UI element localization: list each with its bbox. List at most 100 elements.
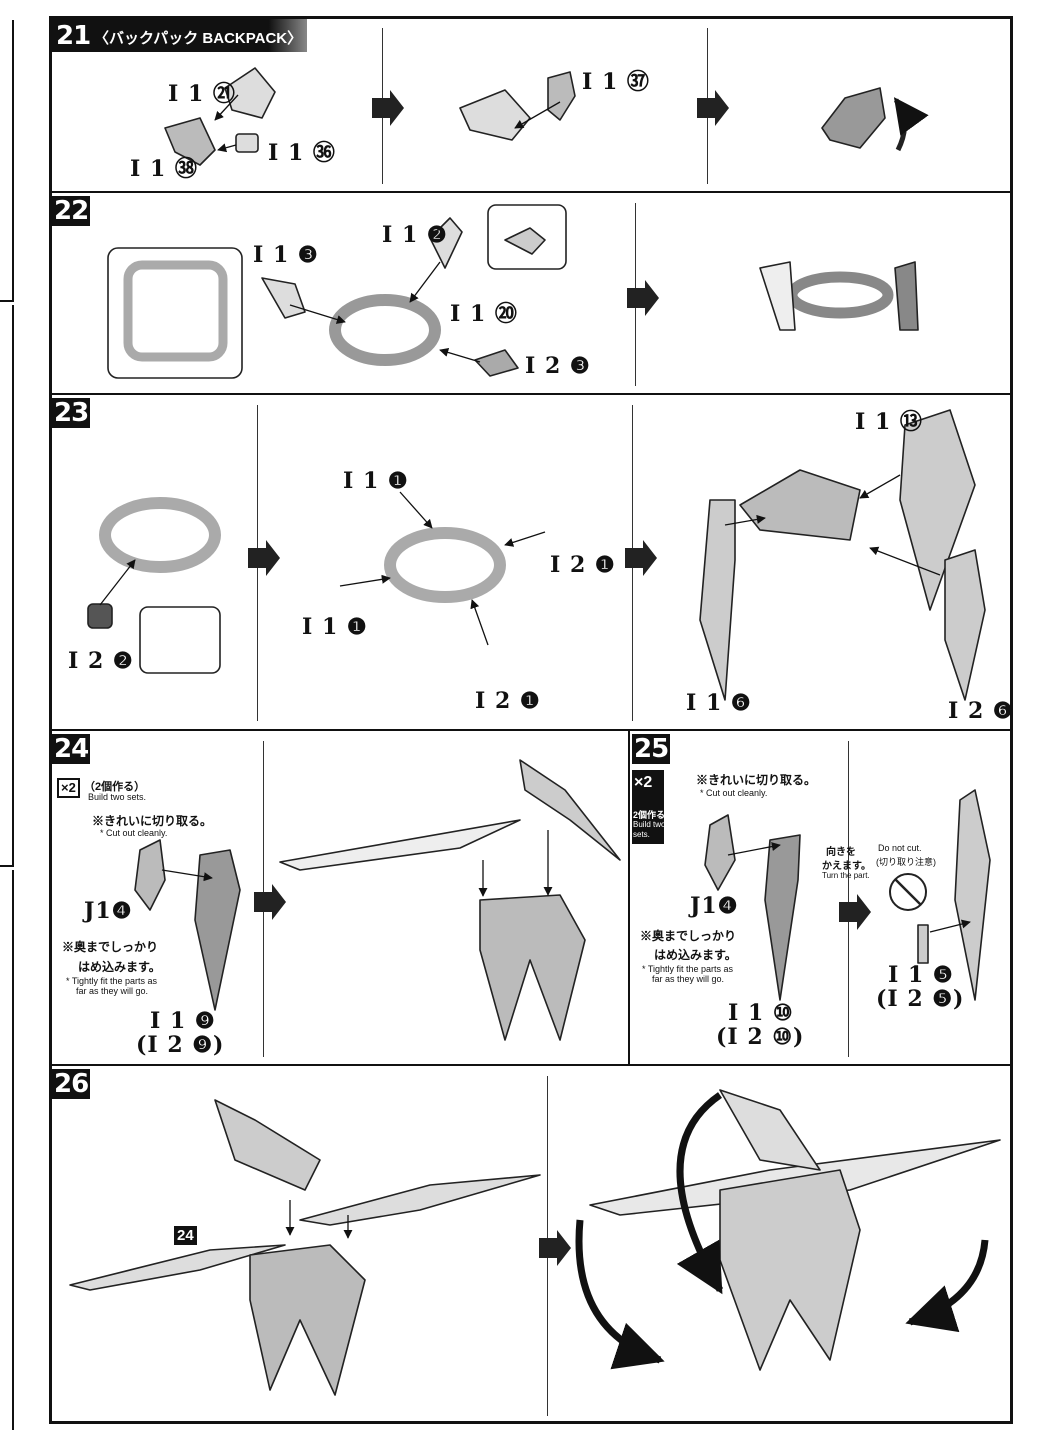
step-number-24: 24 [52,734,91,764]
turn-part-note-en: Turn the part. [822,871,870,880]
part-i1-10-illustration [764,834,801,1001]
build-two-sets-en: Build two sets. [88,792,147,802]
fit-tightly-note-en-2: far as they will go. [652,974,725,984]
do-not-cut-note-ja: (切り取り注意) [876,857,936,867]
flow-arrow [254,884,286,920]
part-i1-6-illustration [699,499,736,701]
step-number-26: 26 [52,1069,91,1099]
part-label-i1-10: I 1 ⑩ [728,1000,794,1026]
part-label-i1-37: I 1 ㊲ [582,69,650,95]
step-22-result-illustration [786,271,894,319]
turn-part-note-ja-2: かえます。 [822,861,871,872]
step-number-23: 23 [52,398,91,428]
part-i1-37-illustration [547,71,576,121]
part-i1-5-illustration [917,924,929,964]
build-two-sets-en-2: sets. [633,830,650,839]
part-i1-13-illustration [899,409,976,611]
part-i2-3-illustration [474,349,519,377]
part-i1-3-illustration [261,277,306,319]
fit-tightly-note-en-2: far as they will go. [76,986,149,996]
cut-cleanly-note-ja: ※きれいに切り取る。 [696,773,817,787]
step-24-result-illustration [479,894,586,1041]
flow-arrow [539,1230,571,1266]
part-label-i1-9: I 1 ❾ [150,1008,216,1034]
part-label-i2-9: (I 2 ❾) [136,1032,225,1058]
column-divider [628,729,630,1065]
step-21-result-illustration [821,87,886,149]
part-label-i1-5: I 1 ❺ [888,962,954,988]
row-divider [49,191,1013,193]
adjacent-page-edge-bottom [0,870,14,1430]
step-number-21: 21 [56,21,91,51]
part-label-i1-20: I 1 ⑳ [450,301,518,327]
step-number-22: 22 [52,196,91,226]
fit-tightly-note-ja-1: ※奥までしっかり [640,929,737,943]
part-label-i2-3: I 2 ❸ [525,353,591,379]
step-21-title: 〈バックパック BACKPACK〉 [94,30,303,47]
fit-tightly-note-en-1: * Tightly fit the parts as [642,964,734,974]
cut-cleanly-note-en: * Cut out cleanly. [700,788,768,798]
wing-illustration-left [69,1244,286,1291]
wing-illustration-top [214,1099,321,1191]
flow-arrow [248,540,280,576]
row-divider [49,1064,1013,1066]
turn-part-note-ja-1: 向きを [826,847,856,858]
part-label-i2-1-bottom: I 2 ❶ [475,688,541,714]
part-label-i1-1-left: I 1 ❶ [302,614,368,640]
flow-arrow [372,90,404,126]
row-divider [49,393,1013,395]
build-two-sets-en-1: Build two [633,820,666,829]
wing-illustration-right [519,759,621,861]
part-label-i2-2: I 2 ❷ [68,648,134,674]
build-two-sets-badge: ×2 [634,774,653,791]
part-label-i1-36: I 1 ㊱ [268,140,336,166]
part-i2-6-illustration [944,549,986,701]
final-body-illustration [719,1169,861,1371]
flow-arrow [839,894,871,930]
step-25-result-illustration [954,789,991,1001]
flow-arrow [627,280,659,316]
part-i1-2-illustration [429,217,463,269]
part-label-i1-1-top: I 1 ❶ [343,468,409,494]
wing-illustration-right [299,1174,541,1226]
cut-cleanly-note-ja: ※きれいに切り取る。 [92,814,213,828]
step-21-header [52,19,307,52]
part-i1-9-illustration [194,849,241,1011]
part-label-i1-6: I 1 ❻ [686,690,752,716]
wing-illustration-left [279,819,521,871]
step-26-assembly-illustration [249,1244,366,1396]
part-label-i2-6: I 2 ❻ [948,698,1014,724]
cut-cleanly-note-en: * Cut out cleanly. [100,828,168,838]
step-23-ring-illustration [99,497,221,573]
instruction-page-frame [49,16,1013,1424]
part-label-j1-4: J1❹ [84,898,133,924]
part-label-i1-38: I 1 ㊳ [130,156,198,182]
part-label-i2-10: (I 2 ⑩) [716,1024,805,1050]
part-i1-38-illustration [164,117,216,166]
build-two-sets-box [632,770,664,844]
part-j1-4-illustration [134,839,166,911]
adjacent-page-edge [0,20,14,302]
detail-inset-ring [107,247,243,379]
part-label-i2-1-right: I 2 ❶ [550,552,616,578]
part-label-i2-5: (I 2 ❺) [876,986,965,1012]
part-i2-2-illustration [87,603,113,629]
adjacent-page-edge-lower [0,305,14,867]
part-i1-36-illustration [235,133,259,153]
panel-divider [848,741,849,1057]
build-two-sets-badge: ×2 [57,778,80,798]
fit-tightly-note-en-1: * Tightly fit the parts as [66,976,158,986]
step-number-25: 25 [632,734,671,764]
assembled-part-illustration [459,89,531,141]
build-two-sets-ja: 2個作る [633,810,666,820]
fit-tightly-note-ja-2: はめ込みます。 [78,960,161,974]
step-24-reference-badge: 24 [174,1226,197,1245]
build-two-sets-ja: （2個作る） [84,781,146,793]
row-divider [49,729,1013,731]
flow-arrow [625,540,657,576]
part-label-i1-13: I 1 ⑬ [855,409,923,435]
part-label-i1-2: I 1 ❷ [382,222,448,248]
fit-tightly-note-ja-2: はめ込みます。 [654,948,737,962]
part-label-j1-4: J1❹ [690,893,739,919]
